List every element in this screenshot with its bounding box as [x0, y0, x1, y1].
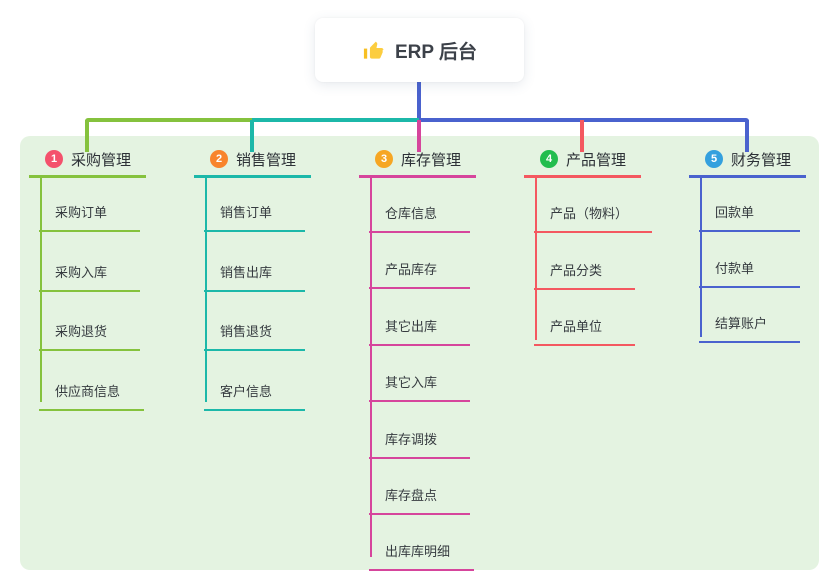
child-node[interactable]: 其它入库	[369, 374, 470, 403]
child-node[interactable]: 销售退货	[204, 323, 305, 351]
child-node[interactable]: 采购入库	[39, 264, 140, 292]
bus-segment-green	[85, 118, 252, 122]
branch-finance: 5 财务管理 回款单 付款单 结算账户	[689, 150, 839, 344]
branch-inventory: 3 库存管理 仓库信息 产品库存 其它出库 其它入库 库存调拨 库存盘点 出库库…	[359, 150, 519, 572]
branch-children: 产品（物料） 产品分类 产品单位	[534, 205, 653, 346]
child-node[interactable]: 销售出库	[204, 264, 305, 292]
branch-header-finance[interactable]: 5 财务管理	[689, 150, 806, 178]
branch-badge: 3	[375, 150, 393, 168]
root-node[interactable]: ERP 后台	[315, 18, 524, 82]
child-node[interactable]: 付款单	[699, 260, 800, 288]
branch-header-procurement[interactable]: 1 采购管理	[29, 150, 146, 178]
branch-title: 产品管理	[566, 151, 627, 169]
root-connector-line	[417, 82, 421, 120]
bus-segment-teal	[252, 118, 419, 122]
branch-children: 销售订单 销售出库 销售退货 客户信息	[204, 204, 305, 411]
drop-line-finance	[745, 120, 749, 152]
child-node[interactable]: 采购订单	[39, 204, 140, 232]
bus-segment-blue	[419, 118, 749, 122]
child-node[interactable]: 结算账户	[699, 315, 800, 344]
drop-line-procurement	[85, 120, 89, 152]
branch-sales: 2 销售管理 销售订单 销售出库 销售退货 客户信息	[194, 150, 354, 411]
branch-header-inventory[interactable]: 3 库存管理	[359, 150, 476, 178]
branch-header-sales[interactable]: 2 销售管理	[194, 150, 311, 178]
branch-badge: 1	[45, 150, 63, 168]
child-node[interactable]: 回款单	[699, 204, 800, 232]
child-node[interactable]: 产品（物料）	[534, 205, 653, 233]
child-node[interactable]: 库存盘点	[369, 487, 470, 515]
branch-children: 采购订单 采购入库 采购退货 供应商信息	[39, 204, 145, 411]
branch-spine-line	[535, 178, 537, 340]
branch-badge: 5	[705, 150, 723, 168]
child-node[interactable]: 产品库存	[369, 261, 470, 290]
branch-children: 回款单 付款单 结算账户	[699, 204, 800, 344]
branch-title: 库存管理	[401, 151, 462, 169]
thumbs-up-icon	[362, 39, 385, 62]
branch-title: 采购管理	[71, 151, 132, 169]
child-node[interactable]: 产品单位	[534, 318, 635, 346]
branch-title: 财务管理	[731, 151, 792, 169]
branch-children: 仓库信息 产品库存 其它出库 其它入库 库存调拨 库存盘点 出库库明细	[369, 205, 475, 572]
child-node[interactable]: 仓库信息	[369, 205, 470, 233]
drop-line-inventory	[417, 120, 421, 152]
branch-badge: 4	[540, 150, 558, 168]
child-node[interactable]: 采购退货	[39, 323, 140, 351]
child-node[interactable]: 其它出库	[369, 318, 470, 346]
child-node[interactable]: 库存调拨	[369, 431, 470, 459]
drop-line-product	[580, 120, 584, 152]
child-node[interactable]: 产品分类	[534, 262, 635, 290]
background-panel	[20, 136, 819, 570]
branch-title: 销售管理	[236, 151, 297, 169]
child-node[interactable]: 客户信息	[204, 383, 305, 411]
root-label: ERP 后台	[394, 41, 477, 63]
branch-spine-line	[700, 178, 702, 337]
child-node[interactable]: 出库库明细	[369, 543, 475, 572]
branch-product: 4 产品管理 产品（物料） 产品分类 产品单位	[524, 150, 684, 346]
branch-header-product[interactable]: 4 产品管理	[524, 150, 641, 178]
child-node[interactable]: 供应商信息	[39, 383, 145, 411]
branch-procurement: 1 采购管理 采购订单 采购入库 采购退货 供应商信息	[29, 150, 189, 411]
branch-badge: 2	[210, 150, 228, 168]
child-node[interactable]: 销售订单	[204, 204, 305, 232]
drop-line-sales	[250, 120, 254, 152]
branch-spine-line	[370, 178, 372, 557]
